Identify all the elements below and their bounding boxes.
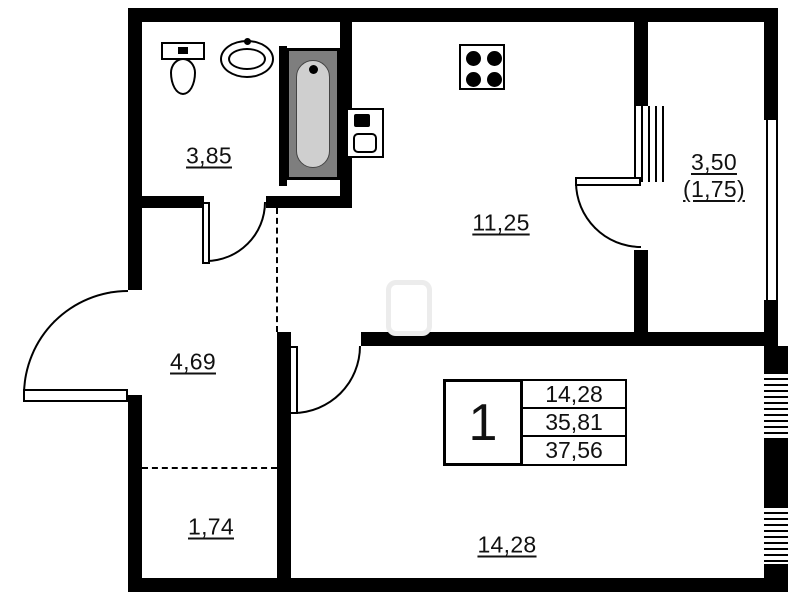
- wall-living-right-c: [764, 564, 788, 592]
- living-room-door-leaf: [289, 346, 298, 414]
- room-area-label-hallway: 4,69: [170, 348, 216, 375]
- stove-burner: [487, 51, 502, 66]
- sink-faucet: [354, 114, 370, 127]
- balcony-area-value: 3,50: [691, 149, 737, 175]
- wall-top: [128, 8, 778, 22]
- room-area-label-kitchen: 11,25: [472, 209, 530, 236]
- watermark-icon: [386, 280, 432, 336]
- sink-bowl: [353, 133, 377, 153]
- washbasin-inner: [228, 48, 266, 70]
- balcony-door-leaf: [575, 177, 641, 186]
- washbasin-icon: [220, 38, 274, 78]
- toilet-bowl: [170, 58, 196, 95]
- legend-value-row: 37,56: [521, 435, 627, 466]
- bathtub-icon: [286, 48, 340, 180]
- legend-value-row: 35,81: [521, 407, 627, 437]
- stove-burner: [466, 51, 481, 66]
- wall-bathroom-bottom-right: [266, 196, 352, 208]
- balcony-door-arc: [575, 182, 641, 248]
- wall-living-right-b: [764, 440, 788, 506]
- bathtub-basin: [296, 60, 330, 168]
- wall-balcony-right-lower: [764, 300, 778, 346]
- stove-burner: [487, 72, 502, 87]
- room-area-label-balcony: 3,50 (1,75): [683, 149, 745, 203]
- wall-kitchen-right-lower: [634, 250, 648, 346]
- wall-wardrobe-living: [277, 332, 291, 578]
- balcony-area-note: (1,75): [683, 176, 745, 202]
- bathroom-door-leaf: [202, 202, 210, 264]
- toilet-icon: [161, 42, 205, 96]
- balcony-glazing: [766, 120, 778, 300]
- sink-icon: [346, 108, 384, 158]
- living-window-upper: [764, 372, 788, 440]
- dashed-boundary-hall-kitchen: [276, 208, 278, 332]
- living-window-lower: [764, 506, 788, 564]
- wall-kitchen-living-divider: [361, 332, 778, 346]
- room-area-label-living: 14,28: [477, 531, 537, 558]
- wall-kitchen-right-upper: [634, 22, 648, 106]
- wall-balcony-right-upper: [764, 8, 778, 120]
- bathtub-drain: [309, 65, 318, 74]
- washbasin-faucet: [244, 38, 251, 45]
- dashed-boundary-hall-wardrobe: [142, 467, 277, 469]
- wall-bathtub-side: [279, 46, 287, 186]
- legend-room-count: 1: [443, 379, 523, 466]
- wall-bathroom-bottom-left: [142, 196, 204, 208]
- stove-burner: [466, 72, 481, 87]
- entrance-door-arc: [23, 290, 128, 395]
- wall-left-lower: [128, 395, 142, 592]
- wall-bottom: [128, 578, 778, 592]
- room-area-label-wardrobe: 1,74: [188, 513, 234, 540]
- wall-left-upper: [128, 8, 142, 290]
- wall-living-right-a: [764, 346, 788, 372]
- kitchen-window: [634, 106, 666, 182]
- legend-value-row: 14,28: [521, 379, 627, 409]
- bathroom-door-arc: [206, 202, 266, 262]
- living-room-door-arc: [293, 346, 361, 414]
- stove-icon: [459, 44, 505, 90]
- room-area-label-bathroom: 3,85: [186, 142, 232, 169]
- entrance-door-leaf: [23, 389, 128, 402]
- toilet-flush-button: [178, 47, 188, 54]
